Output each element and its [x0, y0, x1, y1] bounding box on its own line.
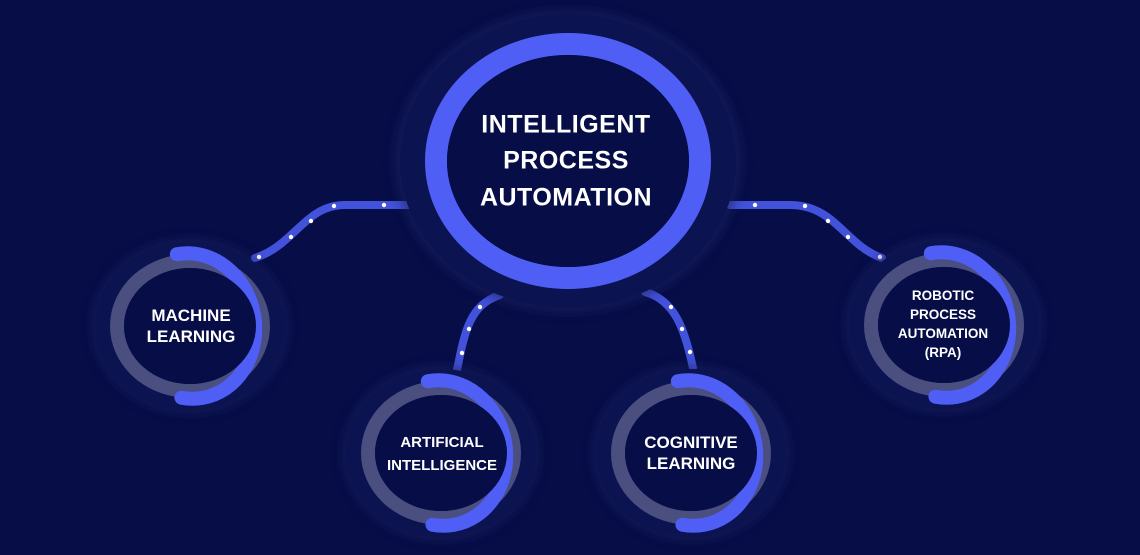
- node-label-line: MACHINE: [151, 305, 231, 325]
- connector-rpa: [726, 201, 886, 262]
- node-label-rpa: ROBOTIC PROCESS AUTOMATION (RPA): [898, 287, 988, 363]
- node-label-line: LEARNING: [146, 327, 236, 346]
- connectors: [251, 201, 886, 374]
- center-title-line: AUTOMATION: [479, 183, 653, 212]
- node-label-cognitive-learning: COGNITIVE LEARNING: [644, 432, 738, 475]
- node-label-machine-learning: MACHINE LEARNING: [147, 305, 236, 348]
- node-label-line: INTELLIGENCE: [386, 457, 498, 474]
- center-node: [396, 11, 740, 311]
- node-track-ring: [110, 254, 270, 398]
- node-label-line: AUTOMATION: [897, 326, 989, 341]
- node-track-ring: [611, 381, 771, 525]
- center-title: INTELLIGENT PROCESS AUTOMATION: [480, 107, 652, 216]
- connector-dots: [256, 202, 883, 356]
- node-robotic-process-automation: [847, 239, 1041, 411]
- connector-machine-learning: [251, 201, 412, 262]
- node-label-line: ARTIFICIAL: [400, 433, 484, 451]
- center-title-line: PROCESS: [503, 146, 629, 175]
- node-label-line: LEARNING: [646, 454, 736, 473]
- connector-artificial-intelligence: [453, 291, 504, 374]
- center-ring: [425, 33, 711, 289]
- node-label-line: (RPA): [924, 344, 962, 360]
- node-artificial-intelligence: [344, 367, 538, 539]
- connector-cognitive-learning: [641, 288, 697, 372]
- node-track-ring: [864, 253, 1024, 397]
- node-label-line: PROCESS: [909, 307, 977, 323]
- node-label-line: ROBOTIC: [911, 288, 975, 304]
- node-cognitive-learning: [594, 367, 788, 539]
- node-machine-learning: [93, 240, 287, 412]
- center-title-line: INTELLIGENT: [481, 110, 651, 139]
- node-label-artificial-intelligence: ARTIFICIAL INTELLIGENCE: [387, 431, 497, 478]
- node-track-ring: [361, 381, 521, 525]
- node-label-line: COGNITIVE: [644, 432, 738, 452]
